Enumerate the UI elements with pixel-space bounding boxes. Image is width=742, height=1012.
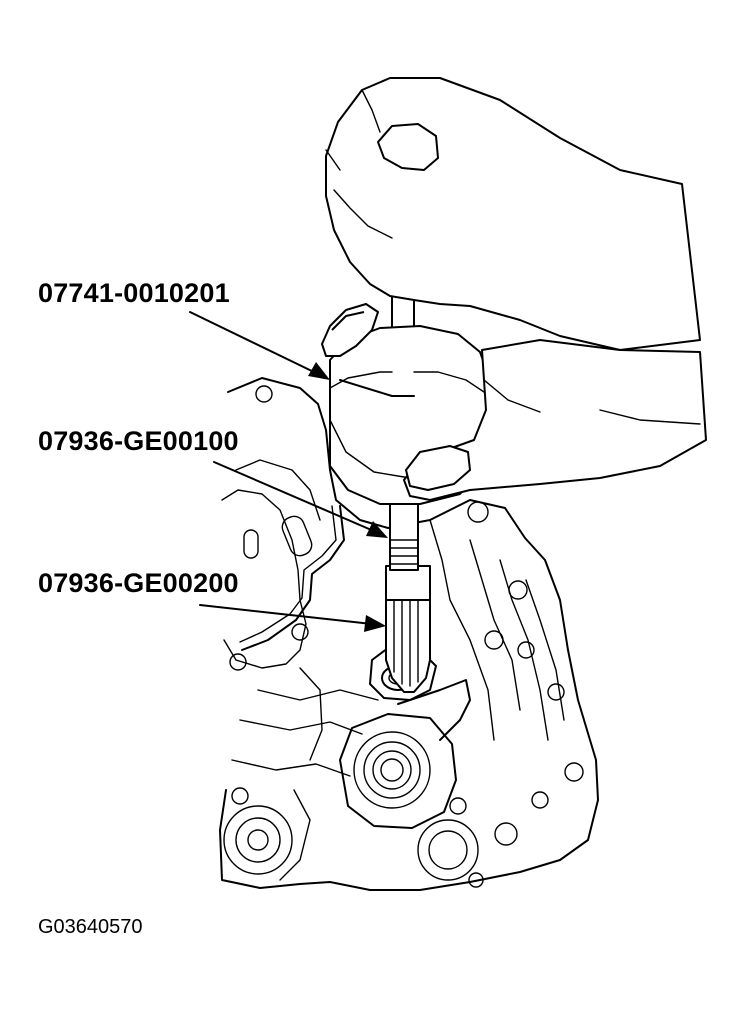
arrowhead-attachment-lower: [364, 615, 386, 632]
arrowhead-attachment-upper: [366, 521, 388, 538]
hand-shape: [321, 77, 707, 501]
figure-id: G03640570: [38, 916, 143, 938]
leader-line-attachment-upper: [213, 461, 377, 533]
arrowhead-driver: [308, 362, 330, 380]
leader-lines: [189, 311, 388, 632]
callout-driver-handle: 07741-0010201: [38, 278, 230, 308]
leader-line-attachment-lower: [199, 604, 373, 625]
callout-attachment-lower: 07936-GE00200: [38, 568, 239, 598]
callout-attachment-upper: 07936-GE00100: [38, 426, 239, 456]
attachment-lower-shape: [385, 565, 431, 693]
leader-line-driver: [189, 311, 319, 375]
